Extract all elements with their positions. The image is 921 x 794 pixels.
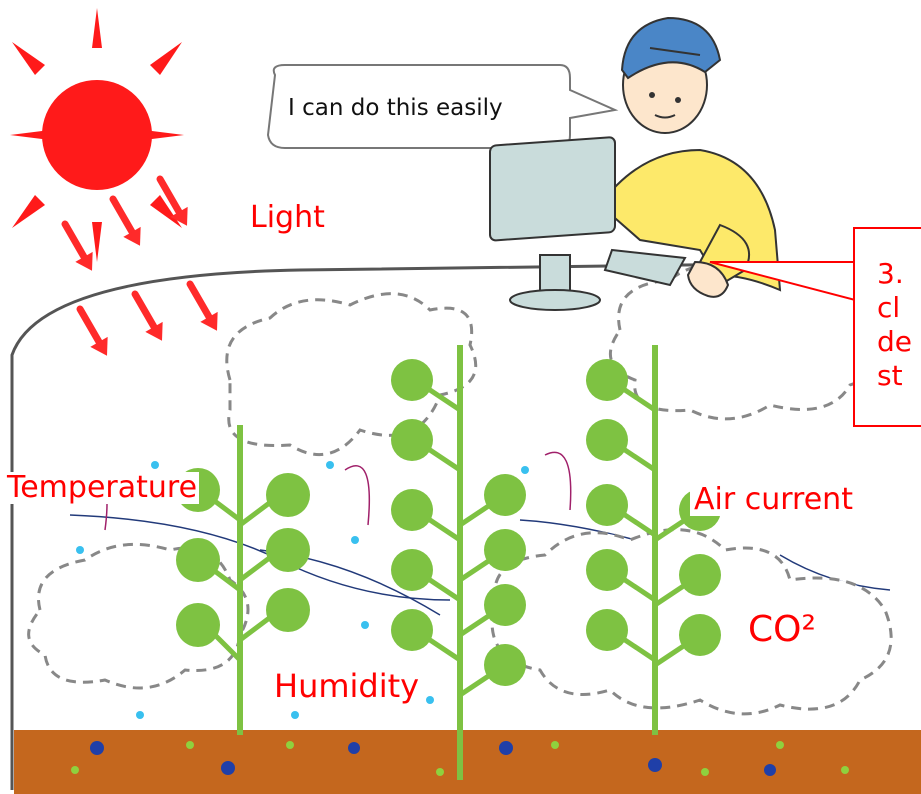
greenhouse-outline	[10, 260, 921, 790]
label-light: Light	[250, 200, 325, 235]
sun-icon	[10, 8, 184, 262]
callout-line: 3.	[877, 257, 904, 290]
light-arrows	[61, 175, 218, 356]
soil-particles	[71, 741, 849, 776]
callout-line: cl	[877, 291, 901, 324]
label-air-current: Air current	[690, 484, 857, 516]
callout-line: st	[877, 359, 903, 392]
worker-figure	[489, 16, 782, 311]
callout-line: de	[877, 325, 912, 358]
callout-box: 3. cl de st	[853, 227, 921, 427]
soil-strip	[14, 730, 921, 794]
speech-bubble-text: I can do this easily	[288, 95, 503, 121]
speech-bubble-shape	[266, 64, 619, 149]
label-temperature: Temperature	[5, 470, 200, 505]
label-humidity: Humidity	[268, 668, 426, 704]
label-co2: CO²	[748, 609, 816, 650]
